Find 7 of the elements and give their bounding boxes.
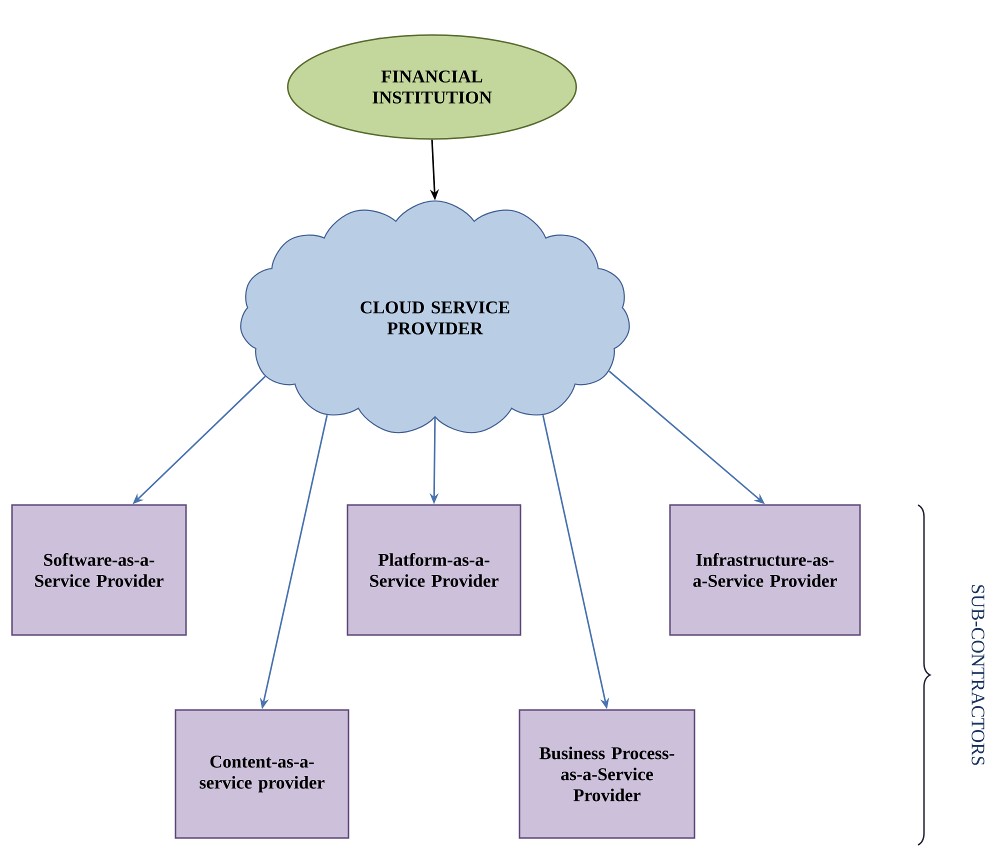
provider-box: Software-as-a-Service Provider	[11, 504, 187, 636]
group-label: SUB-CONTRACTORS	[972, 585, 984, 765]
provider-box: Infrastructure-as-a-Service Provider	[669, 504, 861, 636]
provider-box: Content-as-a-service provider	[174, 709, 350, 839]
provider-box: Business Process-as-a-Service Provider	[518, 709, 696, 839]
provider-cloud: CLOUD SERVICE PROVIDER	[240, 200, 630, 434]
provider-box: Platform-as-a-Service Provider	[346, 504, 522, 636]
